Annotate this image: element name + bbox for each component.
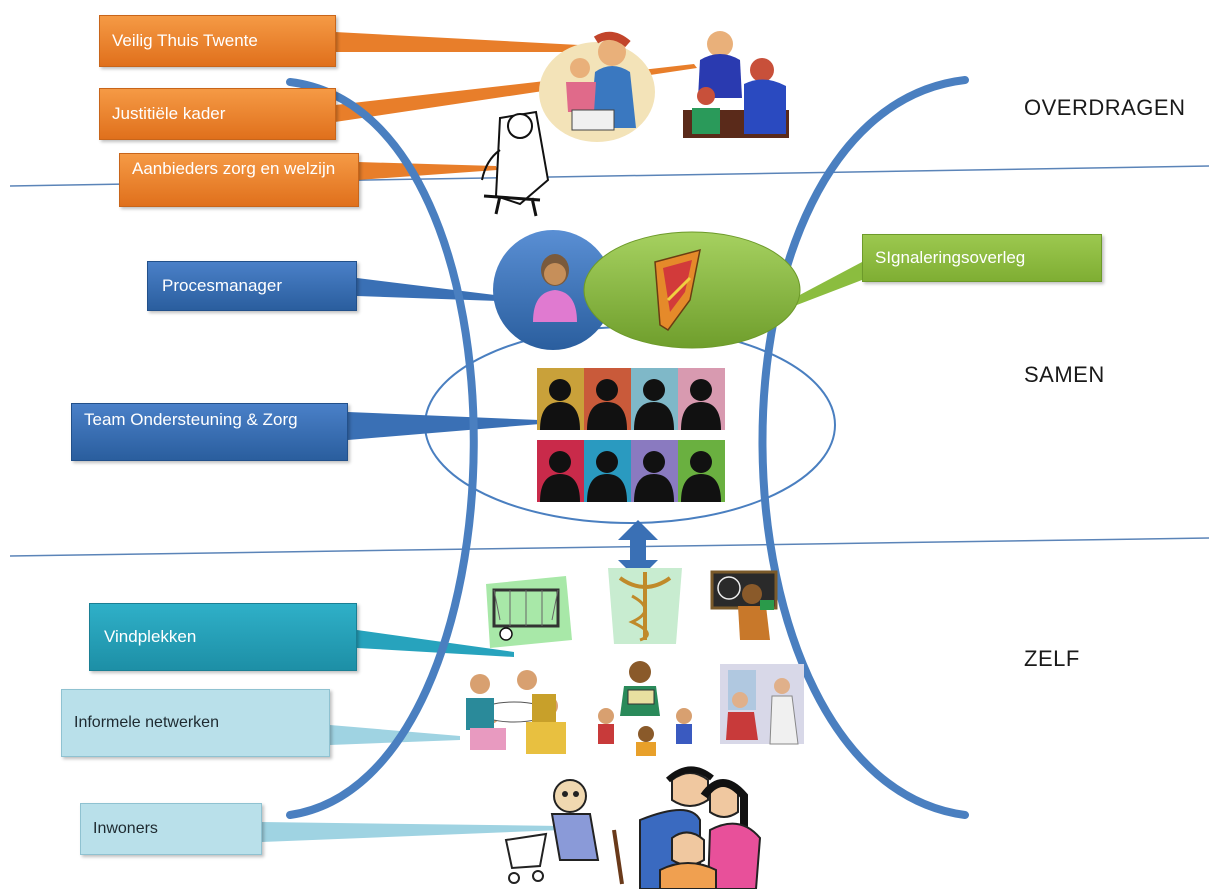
- team-ondersteuning-label: Team Ondersteuning & Zorg: [71, 403, 348, 461]
- person-avatar-icon: [533, 254, 577, 322]
- pointer-procesmanager: [357, 278, 528, 302]
- caduceus-icon: [608, 568, 682, 644]
- pointer-veilig-thuis: [335, 32, 600, 52]
- left-arc: [286, 78, 478, 819]
- vindplekken-label: Vindplekken: [89, 603, 357, 671]
- soccer-goal-icon: [486, 576, 572, 648]
- family-portrait-icon: [639, 766, 762, 889]
- double-arrow-icon: [618, 520, 658, 580]
- pointer-vindplekken: [357, 630, 514, 657]
- right-arc: [758, 76, 969, 819]
- pointer-aanbieders: [358, 162, 497, 180]
- care-visit-icon: [720, 664, 804, 745]
- pointer-informele: [330, 725, 460, 745]
- aanbieders-label: Aanbieders zorg en welzijn: [119, 153, 359, 207]
- zone-overdragen: OVERDRAGEN: [1024, 95, 1186, 120]
- zone-zelf: ZELF: [1024, 646, 1080, 671]
- silhouette-team-icon: [537, 368, 725, 502]
- inwoners-label: Inwoners: [80, 803, 262, 855]
- procesmanager-circle: [493, 230, 613, 350]
- teacher-icon: [710, 570, 778, 640]
- meeting-clipart-icon: [683, 31, 789, 138]
- thinking-man-clipart-icon: [481, 110, 550, 217]
- divider-bottom: [9, 537, 1209, 557]
- pointer-team: [348, 412, 540, 440]
- zone-samen: SAMEN: [1024, 362, 1105, 387]
- justitiele-kader-label: Justitiële kader: [99, 88, 336, 140]
- elderly-woman-icon: [504, 779, 624, 885]
- procesmanager-label: Procesmanager: [147, 261, 357, 311]
- pointer-inwoners: [262, 822, 562, 842]
- reading-group-icon: [598, 661, 692, 756]
- veilig-thuis-label: Veilig Thuis Twente: [99, 15, 336, 67]
- card-players-icon: [466, 670, 566, 754]
- informele-netwerken-label: Informele netwerken: [61, 689, 330, 757]
- family-clipart-icon: [539, 31, 655, 142]
- brain-idea-icon: [654, 248, 701, 332]
- signaleringsoverleg-label: SIgnaleringsoverleg: [862, 234, 1102, 282]
